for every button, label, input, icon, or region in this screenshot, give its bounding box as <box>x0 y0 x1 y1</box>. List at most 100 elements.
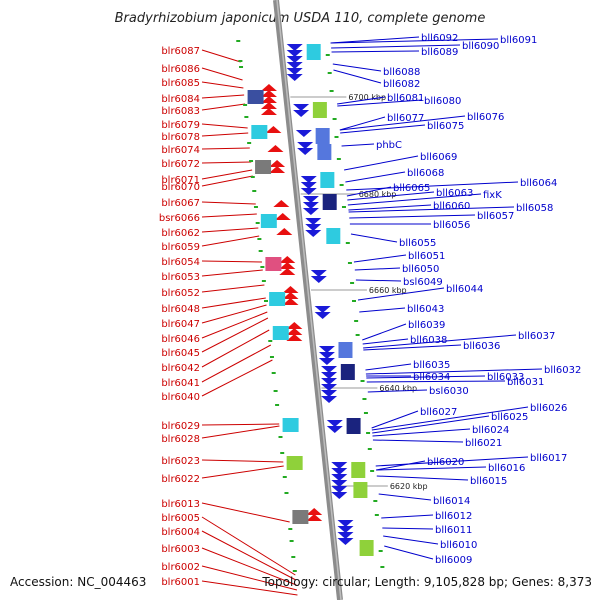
gene-label-left[interactable]: blr6070 <box>161 182 200 193</box>
forward-strand-arrow[interactable] <box>279 268 296 275</box>
gene-label-right[interactable]: bll6092 <box>421 33 458 44</box>
gene-label-left[interactable]: blr6083 <box>161 106 200 117</box>
gene-label-left[interactable]: blr6048 <box>161 304 200 315</box>
reverse-strand-arrow[interactable] <box>305 218 322 225</box>
gene-label-right[interactable]: bll6016 <box>488 463 525 474</box>
gene-label-right[interactable]: bll6037 <box>518 331 555 342</box>
reverse-strand-arrow[interactable] <box>305 224 322 231</box>
gene-label-right[interactable]: bll6077 <box>387 113 424 124</box>
gene-block[interactable] <box>282 418 299 432</box>
reverse-strand-arrow[interactable] <box>321 384 338 391</box>
gene-label-left[interactable]: blr6085 <box>161 78 200 89</box>
gene-label-right[interactable]: bll6012 <box>435 511 472 522</box>
gene-label-left[interactable]: blr6023 <box>161 456 200 467</box>
reverse-strand-arrow[interactable] <box>318 346 335 353</box>
forward-strand-arrow[interactable] <box>282 298 299 305</box>
reverse-strand-arrow[interactable] <box>300 188 317 195</box>
gene-block[interactable] <box>338 342 353 358</box>
reverse-strand-arrow[interactable] <box>302 196 319 203</box>
gene-label-right[interactable]: bll6039 <box>408 320 445 331</box>
gene-label-right[interactable]: bll6076 <box>467 112 504 123</box>
gene-label-right[interactable]: fixK <box>483 190 502 201</box>
gene-label-right[interactable]: bsl6030 <box>429 386 469 397</box>
forward-strand-arrow[interactable] <box>286 322 303 329</box>
reverse-strand-arrow[interactable] <box>286 56 303 63</box>
gene-label-right[interactable]: bll6090 <box>462 41 499 52</box>
gene-label-left[interactable]: blr6059 <box>161 242 200 253</box>
gene-label-right[interactable]: bll6043 <box>407 304 444 315</box>
gene-label-right[interactable]: bsl6049 <box>403 277 443 288</box>
reverse-strand-arrow[interactable] <box>331 492 348 499</box>
gene-label-right[interactable]: bll6017 <box>530 453 567 464</box>
gene-block[interactable] <box>286 456 303 470</box>
forward-strand-arrow[interactable] <box>260 96 277 103</box>
gene-label-left[interactable]: blr6041 <box>161 378 200 389</box>
gene-block[interactable] <box>247 90 264 104</box>
forward-strand-arrow[interactable] <box>260 90 277 97</box>
gene-label-left[interactable]: blr6022 <box>161 474 200 485</box>
gene-label-left[interactable]: blr6086 <box>161 64 200 75</box>
gene-label-left[interactable]: blr6067 <box>161 198 200 209</box>
gene-label-left[interactable]: blr6013 <box>161 499 200 510</box>
forward-strand-arrow[interactable] <box>286 334 303 341</box>
forward-strand-arrow[interactable] <box>260 102 277 109</box>
gene-label-right[interactable]: bll6080 <box>424 96 461 107</box>
gene-label-left[interactable]: blr6078 <box>161 132 200 143</box>
gene-block[interactable] <box>326 228 341 244</box>
gene-block[interactable] <box>317 144 332 160</box>
gene-label-left[interactable]: blr6047 <box>161 319 200 330</box>
gene-label-right[interactable]: bll6051 <box>408 251 445 262</box>
forward-strand-arrow[interactable] <box>265 126 282 133</box>
gene-label-right[interactable]: bll6011 <box>435 525 472 536</box>
gene-label-right[interactable]: bll6010 <box>440 540 477 551</box>
gene-block[interactable] <box>269 292 286 306</box>
gene-label-right[interactable]: bll6057 <box>477 211 514 222</box>
gene-block[interactable] <box>315 128 330 144</box>
gene-label-right[interactable]: bll6064 <box>520 178 557 189</box>
gene-label-right[interactable]: bll6056 <box>433 220 470 231</box>
reverse-strand-arrow[interactable] <box>331 480 348 487</box>
gene-label-left[interactable]: blr6054 <box>161 257 200 268</box>
reverse-strand-arrow[interactable] <box>331 468 348 475</box>
reverse-strand-arrow[interactable] <box>293 104 310 111</box>
gene-block[interactable] <box>340 364 355 380</box>
gene-label-right[interactable]: bll6088 <box>383 67 420 78</box>
reverse-strand-arrow[interactable] <box>331 474 348 481</box>
gene-label-left[interactable]: blr6004 <box>161 527 200 538</box>
gene-label-right[interactable]: bll6021 <box>465 438 502 449</box>
reverse-strand-arrow[interactable] <box>321 366 338 373</box>
gene-label-right[interactable]: bll6020 <box>427 457 464 468</box>
gene-block[interactable] <box>255 160 272 174</box>
reverse-strand-arrow[interactable] <box>293 110 310 117</box>
gene-label-right[interactable]: bll6065 <box>393 183 430 194</box>
reverse-strand-arrow[interactable] <box>331 486 348 493</box>
gene-label-right[interactable]: bll6069 <box>420 152 457 163</box>
gene-label-right[interactable]: bll6068 <box>407 168 444 179</box>
reverse-strand-arrow[interactable] <box>321 372 338 379</box>
gene-label-right[interactable]: bll6055 <box>399 238 436 249</box>
gene-label-right[interactable]: bll6014 <box>433 496 470 507</box>
gene-label-left[interactable]: blr6040 <box>161 392 200 403</box>
reverse-strand-arrow[interactable] <box>310 276 327 283</box>
reverse-strand-arrow[interactable] <box>286 50 303 57</box>
reverse-strand-arrow[interactable] <box>314 312 331 319</box>
gene-label-right[interactable]: bll6009 <box>435 555 472 566</box>
gene-label-left[interactable]: blr6045 <box>161 348 200 359</box>
reverse-strand-arrow[interactable] <box>286 74 303 81</box>
gene-label-left[interactable]: blr6028 <box>161 434 200 445</box>
forward-strand-arrow[interactable] <box>282 286 299 293</box>
gene-label-left[interactable]: blr6074 <box>161 145 200 156</box>
gene-label-right[interactable]: bll6035 <box>413 360 450 371</box>
reverse-strand-arrow[interactable] <box>295 130 312 137</box>
reverse-strand-arrow[interactable] <box>318 358 335 365</box>
forward-strand-arrow[interactable] <box>274 213 291 220</box>
reverse-strand-arrow[interactable] <box>321 396 338 403</box>
reverse-strand-arrow[interactable] <box>302 208 319 215</box>
gene-label-right[interactable]: bll6091 <box>500 35 537 46</box>
forward-strand-arrow[interactable] <box>273 200 290 207</box>
gene-block[interactable] <box>306 44 321 60</box>
reverse-strand-arrow[interactable] <box>337 520 354 527</box>
gene-label-right[interactable]: bll6031 <box>507 377 544 388</box>
gene-label-right[interactable]: bll6081 <box>387 93 424 104</box>
reverse-strand-arrow[interactable] <box>326 420 343 427</box>
